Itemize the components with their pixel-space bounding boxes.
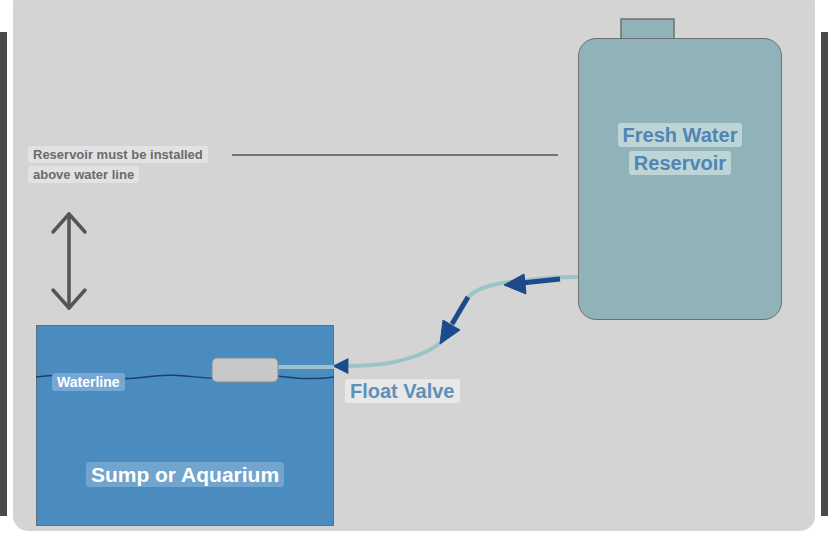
node-title: Sump or Aquarium <box>86 462 284 487</box>
supply-tube <box>274 365 334 369</box>
double-arrow <box>53 214 85 308</box>
node-title: Fresh Water Reservoir <box>618 123 743 175</box>
panel <box>10 0 818 534</box>
float-valve <box>212 358 278 382</box>
waterline-label: Waterline <box>52 373 125 391</box>
reservoir-tank: Fresh Water Reservoir <box>578 38 782 320</box>
aquarium-illustration <box>36 325 334 526</box>
flow-arrow <box>440 274 560 344</box>
supply-tube <box>334 277 578 366</box>
aquarium-tank: Sump or Aquarium <box>36 325 334 526</box>
valve-label: Float Valve <box>345 379 460 403</box>
leader-line <box>232 154 558 156</box>
install-note: Reservoir must be installed above water … <box>28 146 208 183</box>
